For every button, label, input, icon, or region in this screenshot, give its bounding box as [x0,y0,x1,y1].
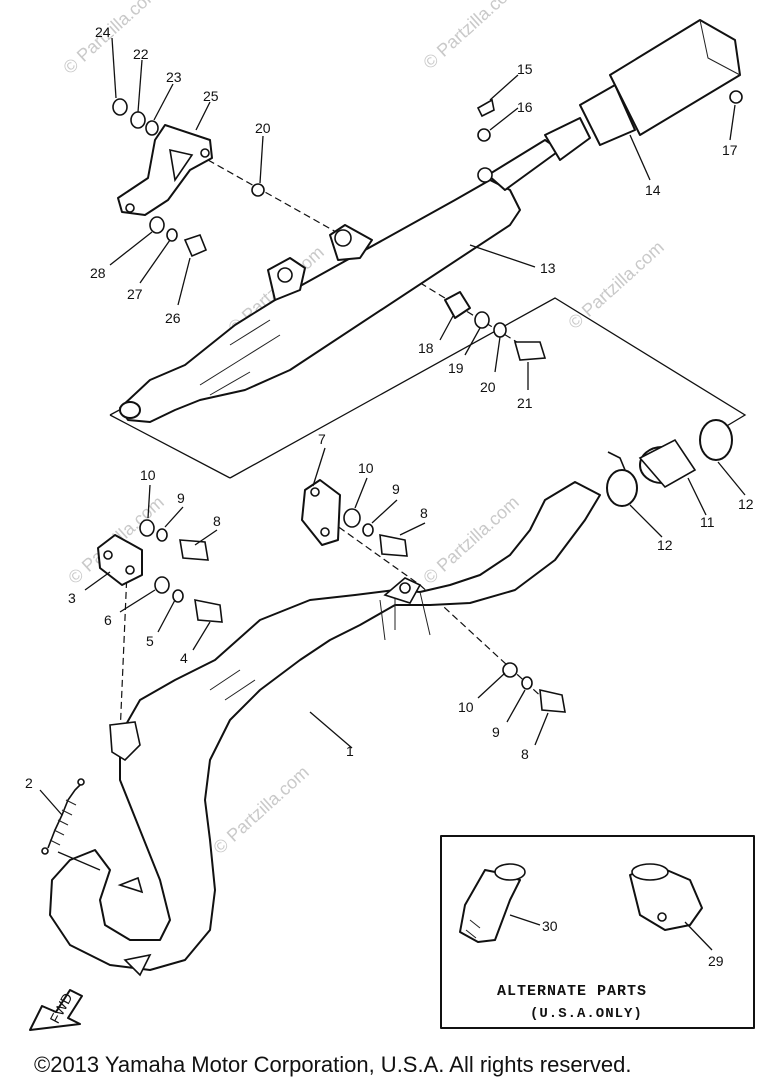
leader-lines [39,37,746,871]
watermark: © Partzilla.com [564,237,668,333]
copyright-notice: ©2013 Yamaha Motor Corporation, U.S.A. A… [34,1052,632,1077]
clamps-and-joint [606,419,733,507]
callout-6: 6 [104,612,112,628]
exhaust-pipe [49,481,601,977]
callout-4: 4 [180,650,188,666]
callout-22: 22 [133,46,149,62]
callout-10-middle: 10 [358,460,374,476]
callout-9-lower: 9 [492,724,500,740]
hardware-top [112,90,743,361]
callout-13: 13 [540,260,556,276]
watermark: © Partzilla.com [419,0,523,73]
forward-direction-arrow: FWD [29,989,83,1031]
callout-1: 1 [346,743,354,759]
callout-16: 16 [517,99,533,115]
hardware-middle [301,479,566,713]
callout-28: 28 [90,265,106,281]
callout-20-top: 20 [255,120,271,136]
callout-10-lower: 10 [458,699,474,715]
assembly-axis-lines [119,159,546,736]
callout-numbers: 24 22 23 25 20 28 27 26 15 16 17 14 13 1… [25,24,754,791]
callout-8-lower: 8 [521,746,529,762]
watermark: © Partzilla.com [59,0,163,78]
callout-8-left: 8 [213,513,221,529]
tail-pipe [487,19,741,191]
callout-12-left: 12 [657,537,673,553]
callout-19: 19 [448,360,464,376]
callout-2: 2 [25,775,33,791]
callout-14: 14 [645,182,661,198]
callout-10-left: 10 [140,467,156,483]
silencer-body [119,179,521,423]
callout-3: 3 [68,590,76,606]
callout-23: 23 [166,69,182,85]
callout-7: 7 [318,431,326,447]
callout-17: 17 [722,142,738,158]
callout-9-middle: 9 [392,481,400,497]
callout-11: 11 [700,514,715,530]
callout-12-right: 12 [738,496,754,512]
callout-15: 15 [517,61,533,77]
alternate-parts-subtitle: (U.S.A.ONLY) [530,1006,643,1022]
callout-29: 29 [708,953,724,969]
callout-20-right: 20 [480,379,496,395]
alternate-parts-box: 30 29 ALTERNATE PARTS (U.S.A.ONLY) [440,835,755,1029]
spring [41,778,85,855]
callout-21: 21 [517,395,533,411]
callout-30: 30 [542,918,558,934]
callout-24: 24 [95,24,111,40]
hardware-lower-left [97,519,223,623]
mounting-bracket [117,124,213,216]
callout-27: 27 [127,286,143,302]
watermark: © Partzilla.com [209,762,313,858]
callout-18: 18 [418,340,434,356]
alternate-parts-title: ALTERNATE PARTS [497,983,647,1000]
callout-9-left: 9 [177,490,185,506]
callout-26: 26 [165,310,181,326]
callout-5: 5 [146,633,154,649]
callout-25: 25 [203,88,219,104]
callout-8-middle: 8 [420,505,428,521]
